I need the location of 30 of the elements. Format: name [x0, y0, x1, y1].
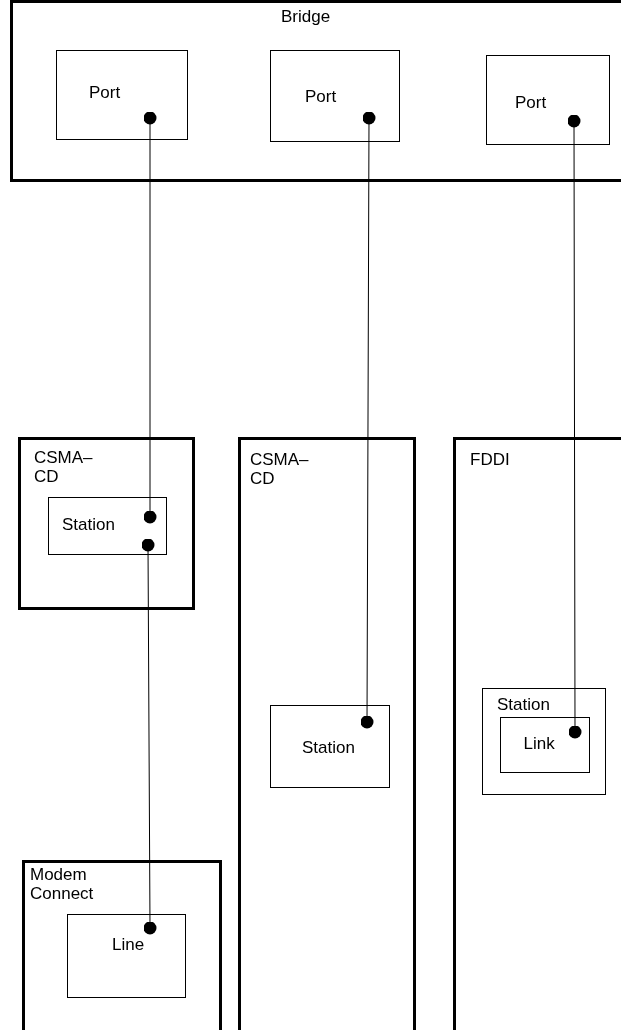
node-label: Bridge: [281, 7, 331, 26]
component-box: [486, 55, 610, 145]
component-box: [67, 914, 186, 998]
node-label: Port: [89, 83, 121, 102]
node-label: Station: [302, 738, 355, 757]
node-label: FDDI: [470, 450, 510, 469]
group-box: [10, 0, 621, 182]
component-box: [56, 50, 188, 140]
connector-line: [567, 114, 582, 739]
component-box: [270, 705, 390, 788]
component-box: [48, 497, 167, 555]
group-box: [18, 437, 195, 610]
connector-line: [143, 111, 157, 524]
component-box: [270, 50, 400, 142]
node-label: CSMA–CD: [250, 450, 310, 488]
component-box: [482, 688, 606, 795]
node-label: Port: [305, 87, 337, 106]
node-label: Link: [523, 733, 555, 753]
node-label: Station: [62, 515, 115, 534]
node-label: Station: [497, 695, 550, 714]
group-box: [22, 860, 222, 1030]
group-box: [453, 437, 621, 1030]
group-box: [238, 437, 416, 1030]
node-label: Port: [515, 93, 547, 112]
connector-line: [141, 538, 157, 935]
component-box: [499, 716, 590, 773]
node-label: CSMA–CD: [34, 448, 94, 486]
connector-line: [360, 111, 376, 729]
node-label: Line: [112, 935, 145, 954]
node-label: Modem Connect: [30, 865, 95, 903]
